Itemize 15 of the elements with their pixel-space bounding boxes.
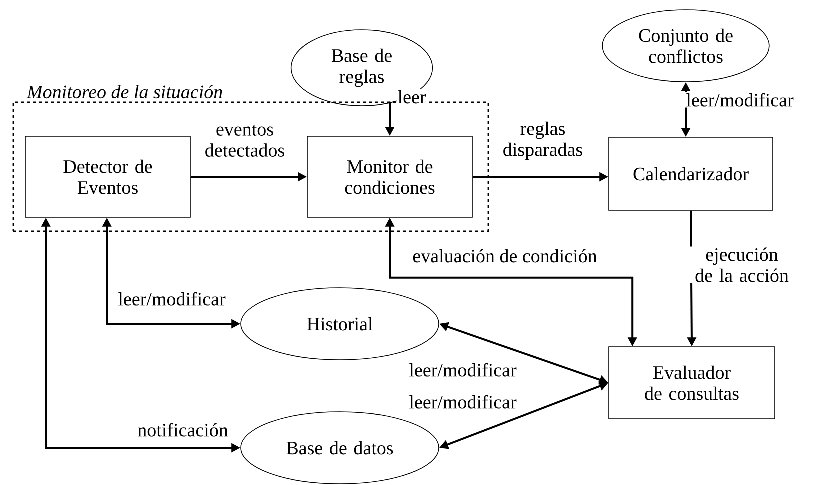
process-box: Detector de Eventos xyxy=(25,136,191,218)
edge-label: eventos detectados xyxy=(196,124,294,158)
process-box: Monitor de condiciones xyxy=(307,136,473,218)
edge-label: leer/modificar xyxy=(685,92,795,108)
edge-label: notificación xyxy=(136,422,230,438)
edge-label: ejecución de la acción xyxy=(681,246,803,284)
edge-label: leer/modificar xyxy=(117,291,227,307)
edge-label: leer/modificar xyxy=(408,362,518,378)
edge-label: evaluación de condición xyxy=(412,248,598,264)
edge-label: reglas disparadas xyxy=(494,120,592,162)
process-box: Evaluador de consultas xyxy=(608,346,776,420)
group-heading: Monitoreo de la situación xyxy=(26,85,222,99)
edge-label: leer xyxy=(396,89,428,105)
edge-label: leer/modificar xyxy=(408,394,518,410)
process-box: Calendarizador xyxy=(608,137,774,211)
